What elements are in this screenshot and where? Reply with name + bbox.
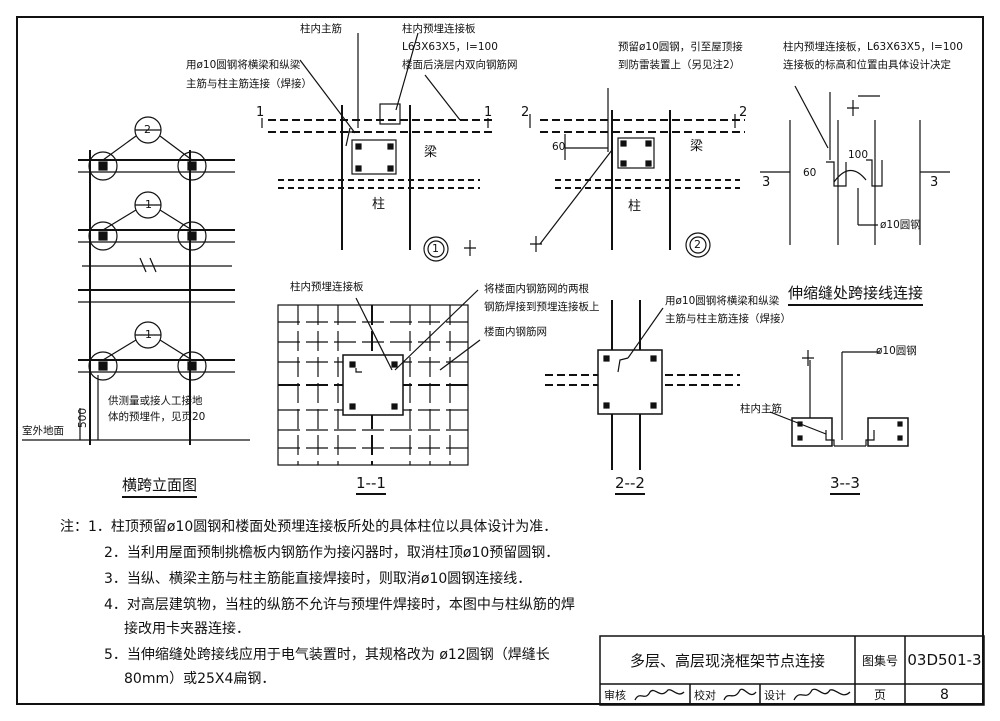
label-main-weld-2: 主筋与柱主筋连接（焊接） — [665, 313, 791, 325]
section-1-1-title: 1--1 — [356, 474, 386, 495]
dim-100: 100 — [848, 149, 869, 161]
label-main-weld: 主筋与柱主筋连接（焊接） — [186, 78, 312, 90]
label-mesh-weld-2: 钢筋焊接到预埋连接板上 — [484, 301, 600, 313]
cut-markers — [464, 100, 859, 366]
label-mesh-weld-1: 将楼面内钢筋网的两根 — [484, 283, 589, 295]
label-round10-b: ø10圆钢 — [876, 345, 917, 357]
label-measure-1: 供测量或接人工接地 — [108, 395, 203, 407]
dim-60-b: 60 — [803, 167, 817, 179]
note-4: 4．对高层建筑物，当柱的纵筋不允许与预埋件焊接时，本图中与柱纵筋的焊 — [104, 597, 575, 613]
note-5-cont: 80mm）或25X4扁钢． — [124, 671, 276, 687]
section-3-3-title: 3--3 — [830, 474, 860, 495]
elev-circle-1b: 1 — [145, 328, 152, 341]
label-beam-1: 梁 — [424, 145, 438, 160]
page-number: 8 — [940, 686, 949, 703]
label-measure-2: 体的预埋件，见页20 — [108, 411, 206, 423]
cut-2-right: 2 — [739, 105, 748, 120]
section-2-drawing — [529, 88, 745, 258]
title-block-title: 多层、高层现浇框架节点连接 — [629, 651, 825, 670]
note-4-cont: 接改用卡夹器连接． — [124, 621, 250, 637]
title-block-lines — [599, 635, 985, 706]
section-1-drawing — [261, 32, 492, 262]
label-floor-mesh: 楼面后浇层内双向钢筋网 — [402, 59, 518, 71]
label-use-round: 用ø10圆钢将横梁和纵梁 — [186, 59, 301, 71]
label-round10-a: ø10圆钢 — [880, 219, 921, 231]
label-use-round-2: 用ø10圆钢将横梁和纵梁 — [665, 295, 780, 307]
label-mesh-in-floor: 楼面内钢筋网 — [484, 326, 547, 338]
cut-1-left: 1 — [256, 105, 265, 120]
atlas-label: 图集号 — [861, 653, 898, 668]
label-outdoor-ground: 室外地面 — [22, 425, 64, 437]
circle-1-number: 1 — [432, 242, 439, 255]
design-label: 设计 — [764, 688, 786, 702]
plan-2-2-drawing — [545, 300, 740, 470]
review-label: 审核 — [604, 688, 626, 702]
label-column-2: 柱 — [628, 199, 642, 214]
note-5: 5．当伸缩缝处跨接线应用于电气装置时，其规格改为 ø12圆钢（焊缝长 — [104, 647, 550, 663]
page-label: 页 — [873, 688, 886, 702]
section-2-2-title: 2--2 — [615, 474, 645, 495]
circle-2-number: 2 — [694, 238, 701, 251]
label-col-plate: 柱内预埋连接板 — [402, 23, 476, 35]
note-1: 注：1．柱顶预留ø10圆钢和楼面处预埋连接板所处的具体柱位以具体设计为准． — [60, 519, 558, 535]
label-plate-b1: 柱内预埋连接板，L63X63X5，l=100 — [783, 41, 963, 53]
cut-1-right: 1 — [484, 105, 493, 120]
cut-2-left: 2 — [521, 105, 530, 120]
label-plate-spec: L63X63X5，l=100 — [402, 41, 498, 53]
label-reserve-1: 预留ø10圆钢，引至屋顶接 — [618, 41, 743, 53]
elev-circle-2: 2 — [144, 123, 151, 136]
label-col-main-bar: 柱内主筋 — [300, 23, 342, 35]
elev-circle-1a: 1 — [145, 198, 152, 211]
cut-3-right: 3 — [930, 175, 939, 190]
expansion-joint-title: 伸缩缝处跨接线连接 — [788, 282, 924, 306]
signature-reviewer — [634, 689, 685, 701]
check-label: 校对 — [694, 688, 716, 702]
elevation-title: 横跨立面图 — [122, 474, 198, 498]
atlas-number: 03D501-3 — [907, 651, 982, 669]
note-3: 3．当纵、横梁主筋与柱主筋能直接焊接时，则取消ø10圆钢连接线． — [104, 571, 532, 587]
plan-1-1-drawing — [277, 289, 481, 466]
dim-60-a: 60 — [552, 141, 566, 153]
label-col-plate-2: 柱内预埋连接板 — [290, 281, 364, 293]
label-reserve-2: 到防雷装置上（另见注2） — [618, 59, 741, 71]
label-column-1: 柱 — [372, 197, 386, 212]
cut-3-left: 3 — [762, 175, 771, 190]
note-2: 2．当利用屋面预制挑檐板内钢筋作为接闪器时，取消柱顶ø10预留圆钢． — [104, 545, 560, 561]
plan-3-3-drawing — [769, 351, 909, 447]
label-beam-2: 梁 — [690, 139, 704, 154]
label-plate-b2: 连接板的标高和位置由具体设计决定 — [783, 59, 951, 71]
signature-designer — [793, 688, 851, 701]
sheet-border — [16, 16, 984, 705]
section-3-drawing — [760, 85, 950, 245]
elevation-drawing — [22, 116, 250, 445]
label-col-main-bar-2: 柱内主筋 — [740, 403, 782, 415]
signature-checker — [723, 688, 757, 701]
